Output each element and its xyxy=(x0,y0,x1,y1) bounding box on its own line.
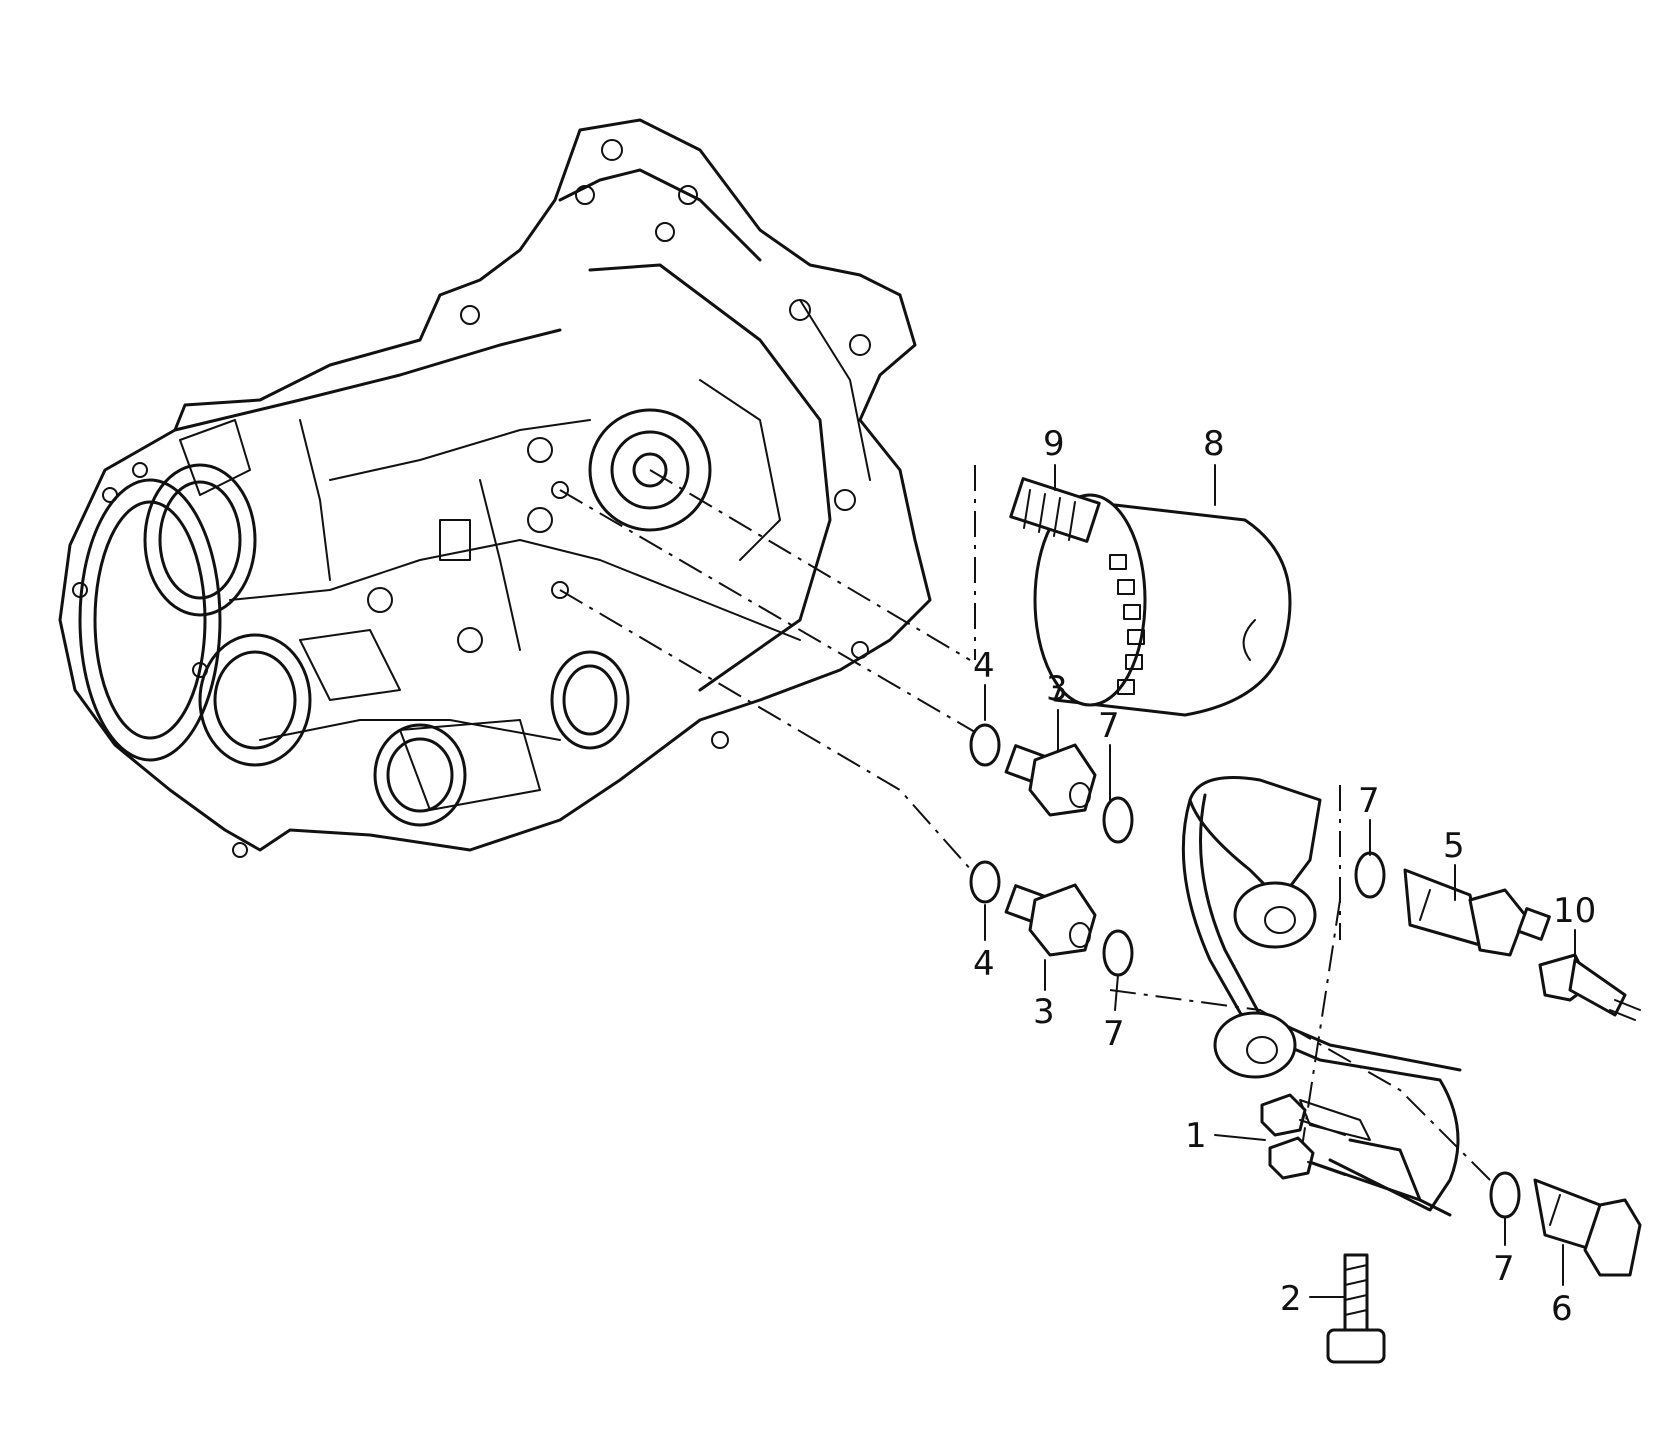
banjo-bolt xyxy=(1403,868,1551,957)
seal-ring-7d xyxy=(1489,1171,1521,1219)
seal-ring-7a xyxy=(1102,796,1134,844)
callout-7-bottom: 7 xyxy=(1493,1249,1515,1289)
callout-6: 6 xyxy=(1551,1289,1573,1329)
callout-labels: 9 8 4 3 7 4 3 7 7 5 10 1 2 7 6 xyxy=(973,424,1596,1329)
callout-7-right: 7 xyxy=(1358,781,1380,821)
seal-ring-lower xyxy=(969,860,1001,904)
bolts xyxy=(1260,1093,1346,1180)
seal-ring-7b xyxy=(1102,929,1134,977)
bolt-vertical xyxy=(1326,1253,1386,1364)
callout-1: 1 xyxy=(1185,1116,1207,1156)
callout-10: 10 xyxy=(1553,891,1596,931)
adapter-upper xyxy=(1004,743,1097,817)
assembly-lines xyxy=(559,465,1491,1181)
callout-3-upper: 3 xyxy=(1046,669,1068,709)
oil-filter xyxy=(1033,493,1292,717)
seal-ring-7c xyxy=(1354,851,1386,899)
gearbox-housing xyxy=(58,118,932,858)
callout-9: 9 xyxy=(1043,424,1065,464)
callout-8: 8 xyxy=(1203,424,1225,464)
adapter-lower xyxy=(1004,883,1097,957)
callout-4-lower: 4 xyxy=(973,944,995,984)
callout-5: 5 xyxy=(1443,826,1465,866)
threaded-stud xyxy=(1009,477,1101,543)
callout-7-lower: 7 xyxy=(1103,1014,1125,1054)
callout-7-upper: 7 xyxy=(1098,706,1120,746)
oil-pipe xyxy=(1181,776,1462,1217)
plug-bolt xyxy=(1533,1178,1642,1277)
seal-ring-upper xyxy=(969,723,1001,767)
pressure-sensor xyxy=(1538,953,1641,1021)
leader-lines xyxy=(984,464,1576,1298)
callout-2: 2 xyxy=(1280,1279,1302,1319)
callout-4-upper: 4 xyxy=(973,646,995,686)
callout-3-lower: 3 xyxy=(1033,992,1055,1032)
